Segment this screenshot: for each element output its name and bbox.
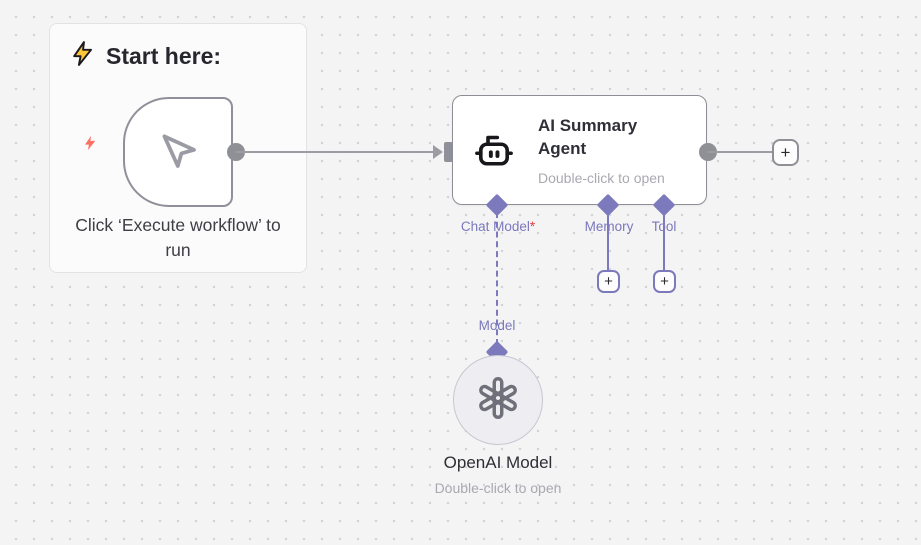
model-port-label: Model (478, 318, 516, 333)
lightning-bolt-icon (69, 40, 96, 73)
sticky-note[interactable]: Start here: Click ‘Execute workflow’ to … (49, 23, 307, 273)
robot-icon (470, 127, 518, 175)
ai-agent-node[interactable]: AI Summary Agent Double-click to open (452, 95, 707, 205)
add-node-button[interactable]: + (772, 139, 799, 166)
agent-node-title: AI Summary Agent (538, 116, 638, 158)
agent-input-port[interactable] (444, 142, 453, 162)
tool-connector-line (663, 212, 665, 271)
sticky-note-title-text: Start here: (106, 43, 222, 69)
plus-icon: + (780, 143, 791, 162)
chat-model-connection (496, 212, 498, 345)
connection-agent-to-add (708, 151, 774, 153)
openai-logo-icon (475, 375, 521, 426)
memory-connector-line (607, 212, 609, 271)
sticky-note-caption: Click ‘Execute workflow’ to run (75, 215, 281, 261)
connection-arrowhead (433, 145, 443, 159)
manual-trigger-node[interactable] (123, 97, 233, 207)
memory-port-label: Memory (584, 219, 634, 234)
mouse-pointer-icon (154, 126, 202, 179)
model-node-title: OpenAI Model (443, 453, 553, 472)
openai-model-node[interactable] (453, 355, 543, 445)
plus-icon: + (604, 273, 613, 290)
add-memory-button[interactable]: + (597, 270, 620, 293)
required-asterisk: * (529, 219, 536, 234)
chat-model-port-label: Chat Model* (461, 219, 535, 234)
sticky-note-title: Start here: (69, 40, 221, 73)
plus-icon: + (660, 273, 669, 290)
add-tool-button[interactable]: + (653, 270, 676, 293)
chat-model-label-text: Chat Model (460, 219, 530, 234)
agent-node-subtitle: Double-click to open (538, 170, 665, 186)
connection-trigger-to-agent[interactable] (236, 151, 434, 153)
model-node-subtitle: Double-click to open (434, 480, 562, 496)
trigger-lightning-icon (81, 134, 99, 152)
